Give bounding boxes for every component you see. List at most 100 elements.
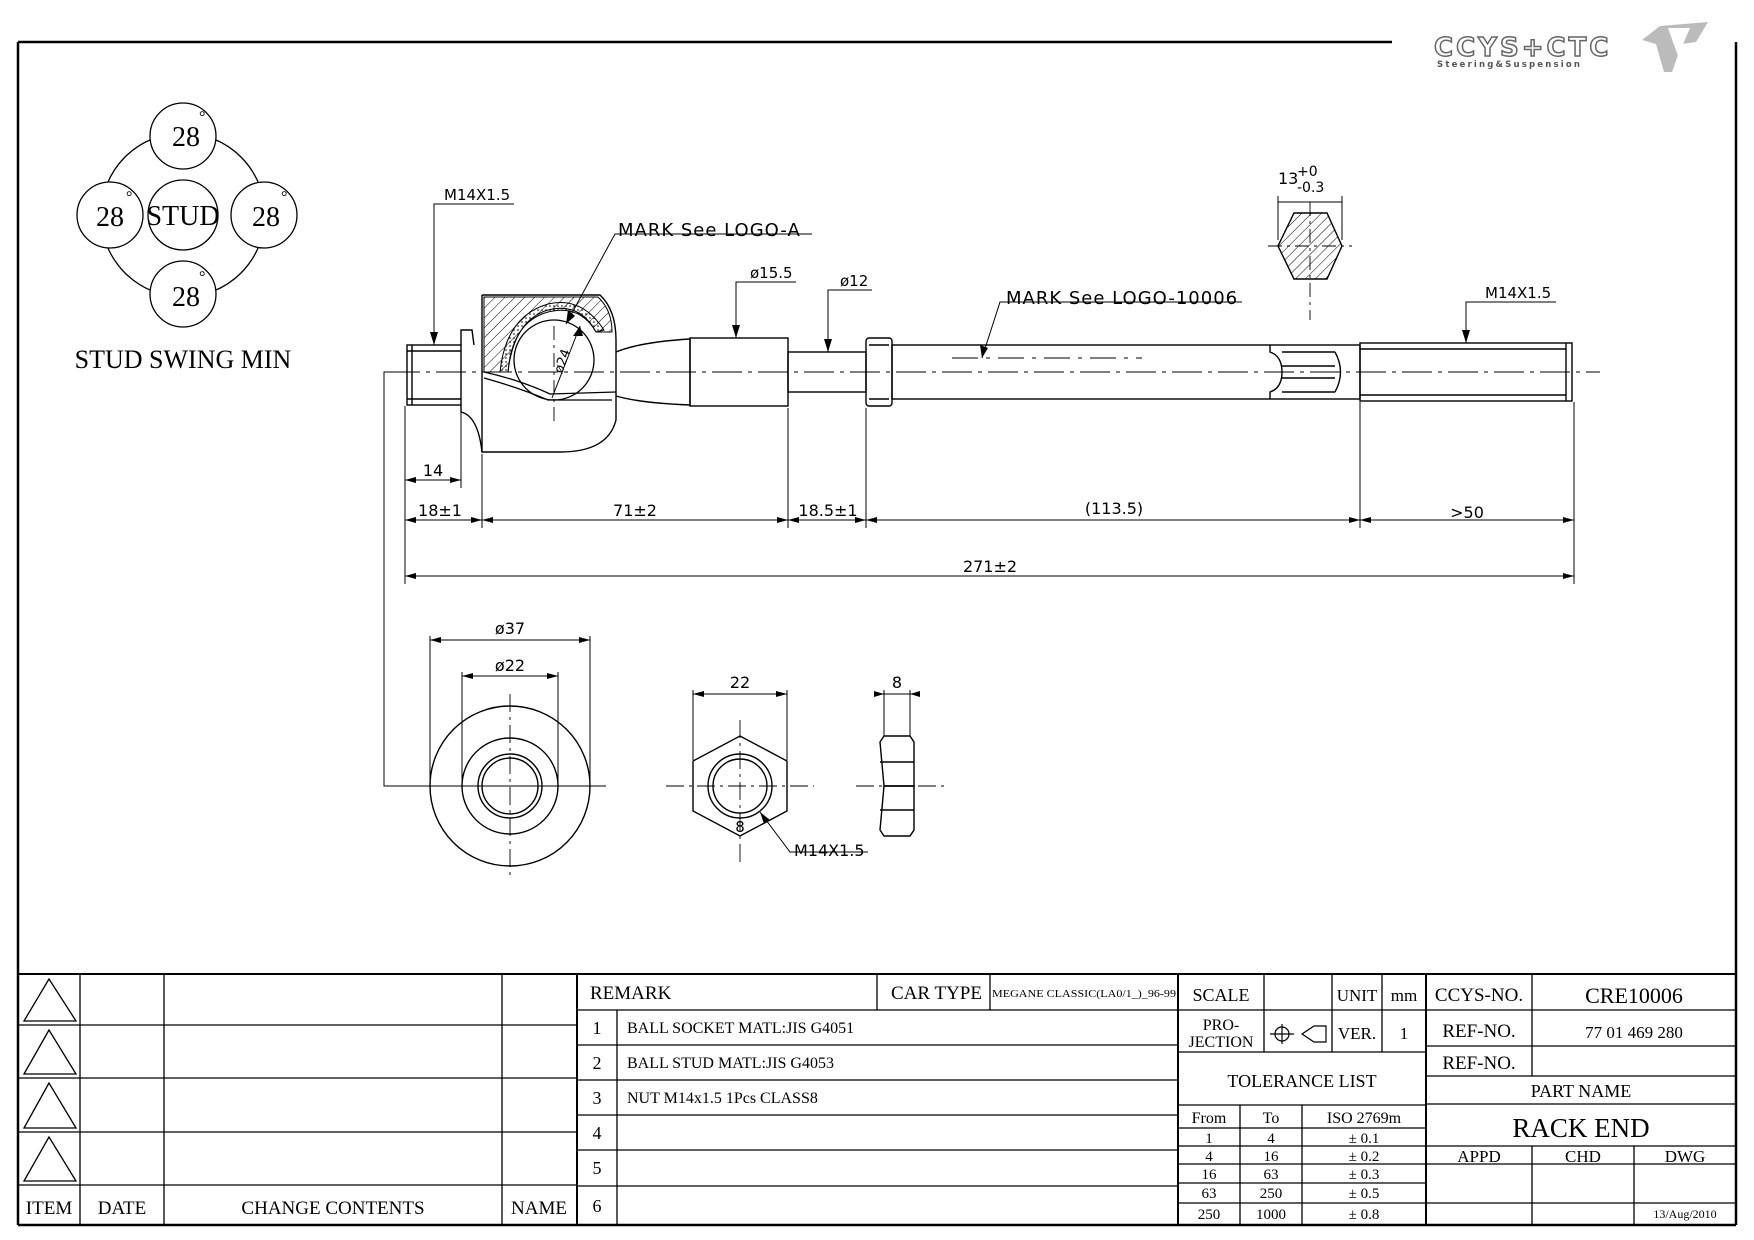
remark-number: 2 [593,1053,602,1073]
part-name-label: PART NAME [1531,1081,1631,1101]
hex-size-label: 13 [1278,169,1298,188]
tolerance-cell: 250 [1260,1186,1283,1202]
dim-50: >50 [1450,503,1484,522]
remark-label: REMARK [590,983,672,1004]
nut-thickness-label: 8 [892,673,902,692]
nut-width-label: 22 [730,673,750,692]
swing-angle-top: 28 [172,122,200,153]
rev-change-header: CHANGE CONTENTS [241,1198,424,1219]
tolerance-header-to: To [1263,1110,1280,1127]
tolerance-cell: 16 [1202,1167,1218,1183]
dim-14: 14 [423,461,443,480]
version-label: VER. [1338,1024,1376,1043]
tolerance-cell: ± 0.2 [1349,1149,1380,1165]
degree-mark: ° [199,109,205,126]
rev-item-header: ITEM [26,1198,73,1219]
version-value: 1 [1400,1024,1409,1043]
remark-number: 4 [593,1123,602,1143]
socket-liner [499,302,605,373]
remark-text: BALL SOCKET MATL:JIS G4051 [627,1020,854,1037]
svg-text:Steering&Suspension: Steering&Suspension [1437,60,1582,70]
ref-no-value: 77 01 469 280 [1585,1023,1683,1042]
company-logo: CCYS+CTC Steering&Suspension [1433,22,1708,72]
tolerance-cell: 4 [1267,1131,1275,1147]
projection-label: PRO- [1203,1017,1239,1034]
title-block-grid [18,973,1736,1225]
ball-stud-neck [483,377,612,401]
tolerance-cell: 63 [1202,1186,1217,1202]
washer-view [429,636,591,880]
part-name-value: RACK END [1512,1113,1649,1143]
tolerance-cell: 1000 [1256,1207,1286,1223]
hex-tolerance-minus: -0.3 [1297,180,1324,196]
dimension-arrows [405,477,1574,579]
callout-leaders [433,203,1556,399]
projection-label: JECTION [1189,1034,1254,1051]
nut-thread-label: M14X1.5 [794,841,865,860]
dimension-lines [404,402,1575,584]
appd-label: APPD [1457,1147,1500,1166]
dwg-label: DWG [1665,1147,1706,1166]
svg-text:CCYS+CTC: CCYS+CTC [1434,33,1611,63]
tolerance-cell: ± 0.8 [1349,1207,1380,1223]
remark-number: 1 [593,1018,602,1038]
mark-logo-10006-label: MARK See LOGO-10006 [1006,288,1238,309]
nut-center-label: 8 [735,818,745,836]
swing-angle-bottom: 28 [172,282,200,313]
nut-side-view [856,690,946,837]
tolerance-cell: 63 [1264,1167,1279,1183]
dim-113-5: (113.5) [1085,499,1143,518]
remark-number: 3 [593,1088,602,1108]
car-type-label: CAR TYPE [891,983,982,1004]
dim-18: 18±1 [418,501,462,520]
diameter-15-5-label: ø15.5 [750,264,793,282]
remark-text: NUT M14x1.5 1Pcs CLASS8 [627,1090,818,1107]
remark-text: BALL STUD MATL:JIS G4053 [627,1055,834,1072]
drawing-border [16,40,1738,1227]
rev-date-header: DATE [98,1198,147,1219]
drawing-date: 13/Aug/2010 [1653,1207,1716,1221]
dim-18-5: 18.5±1 [798,501,857,520]
degree-mark: ° [126,189,132,206]
diameter-12-label: ø12 [840,272,868,290]
revision-triangles [22,977,78,1182]
tolerance-header-from: From [1192,1110,1227,1127]
chd-label: CHD [1565,1147,1601,1166]
thread-left-label: M14X1.5 [444,186,510,204]
ref-no-label-2: REF-NO. [1442,1053,1515,1074]
projection-symbol [1270,1024,1327,1044]
dim-271: 271±2 [963,557,1017,576]
callout-arrows [430,310,1470,358]
remark-number: 6 [593,1196,602,1216]
tolerance-cell: 4 [1205,1149,1213,1165]
tolerance-cell: 1 [1205,1131,1213,1147]
swing-caption: STUD SWING MIN [75,345,292,374]
washer-outer-dia: ø37 [495,619,525,638]
swing-angle-left: 28 [96,202,124,233]
dim-71: 71±2 [613,501,657,520]
nut-front-view [666,690,868,862]
ccys-no-value: CRE10006 [1585,983,1683,1008]
rev-name-header: NAME [511,1198,567,1219]
degree-mark: ° [199,269,205,286]
thread-right-label: M14X1.5 [1485,284,1551,302]
stud-swing-diagram [76,102,298,328]
mark-logo-a-label: MARK See LOGO-A [618,220,801,241]
swing-stud-label: STUD [146,201,219,232]
ref-no-label: REF-NO. [1442,1021,1515,1042]
car-type-value: MEGANE CLASSIC(LA0/1_)_96-99 [992,988,1177,1000]
view-connector [383,371,606,787]
tolerance-title: TOLERANCE LIST [1227,1071,1376,1091]
unit-label: UNIT [1337,986,1378,1005]
ball-stud-neck [483,371,617,395]
tolerance-header-iso: ISO 2769m [1327,1110,1402,1127]
scale-label: SCALE [1192,985,1249,1005]
tolerance-cell: ± 0.5 [1349,1186,1380,1202]
tolerance-cell: 250 [1198,1207,1221,1223]
tolerance-cell: 16 [1264,1149,1280,1165]
remark-number: 5 [593,1158,602,1178]
tolerance-cell: ± 0.3 [1349,1167,1380,1183]
hex-section [1268,196,1352,320]
swing-angle-right: 28 [252,202,280,233]
hex-tolerance-plus: +0 [1297,164,1318,180]
